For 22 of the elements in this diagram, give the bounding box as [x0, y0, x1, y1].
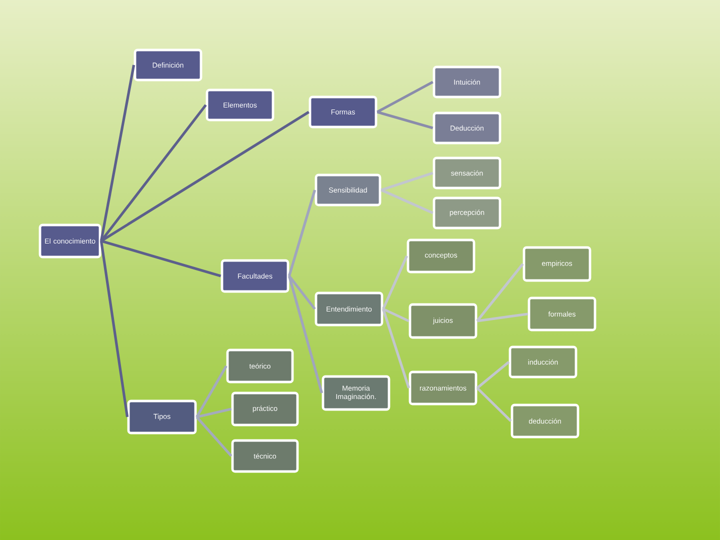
- connector-line: [100, 110, 310, 242]
- connector-line: [382, 308, 410, 322]
- connector-line: [476, 360, 510, 389]
- connector-line: [100, 64, 136, 242]
- connector-line: [382, 308, 410, 388]
- connector-line: [376, 80, 434, 114]
- connector-line: [100, 104, 207, 242]
- connector-line: [196, 408, 232, 418]
- connector-line: [196, 365, 228, 418]
- connector-line: [477, 312, 528, 322]
- connector-line: [288, 190, 316, 276]
- connector-line: [100, 240, 222, 278]
- connector-line: [196, 416, 232, 457]
- connector-line: [476, 263, 524, 322]
- connector-line: [100, 240, 129, 418]
- connector-line: [288, 275, 316, 310]
- connector-line: [380, 172, 434, 192]
- connector-line: [382, 255, 408, 310]
- connector-line: [476, 387, 512, 422]
- connector-line: [288, 276, 324, 394]
- connector-line: [376, 110, 434, 130]
- connector-line: [380, 188, 434, 214]
